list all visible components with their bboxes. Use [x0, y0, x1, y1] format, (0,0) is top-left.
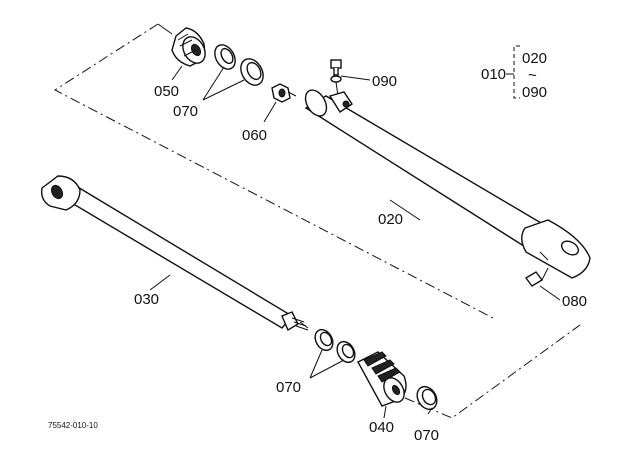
- label-070-right: 070: [414, 427, 439, 444]
- label-070-bottom: 070: [276, 379, 301, 396]
- label-070-top: 070: [173, 103, 198, 120]
- grease-fitting-080: [524, 267, 549, 287]
- assembly-range-tilde: ~: [528, 67, 537, 84]
- gland-top-050: [171, 27, 206, 67]
- bleed-screw-090: [330, 59, 342, 97]
- assembly-range-note: 010 020 ~ 090: [481, 45, 547, 101]
- label-060: 060: [242, 127, 267, 144]
- label-020: 020: [378, 211, 403, 228]
- piston-040: [357, 351, 407, 407]
- o-rings-bottom-070: [314, 328, 356, 364]
- assembly-range-end: 090: [522, 84, 547, 101]
- label-050: 050: [154, 83, 179, 100]
- label-040: 040: [369, 419, 394, 436]
- assembly-range-start: 020: [522, 50, 547, 67]
- o-ring-right-070: [416, 385, 438, 411]
- piston-rod-030: [40, 175, 309, 332]
- assembly-label-010: 010: [481, 66, 506, 83]
- label-090: 090: [372, 73, 397, 90]
- o-rings-top-070: [214, 44, 264, 86]
- assembly-guide-lines: [54, 23, 581, 419]
- label-080: 080: [562, 293, 587, 310]
- drawing-number: 75542-010-10: [48, 421, 98, 430]
- cylinder-tube-020: [304, 89, 591, 279]
- leader-lines: [149, 65, 561, 419]
- label-030: 030: [134, 291, 159, 308]
- nut-060: [271, 83, 297, 103]
